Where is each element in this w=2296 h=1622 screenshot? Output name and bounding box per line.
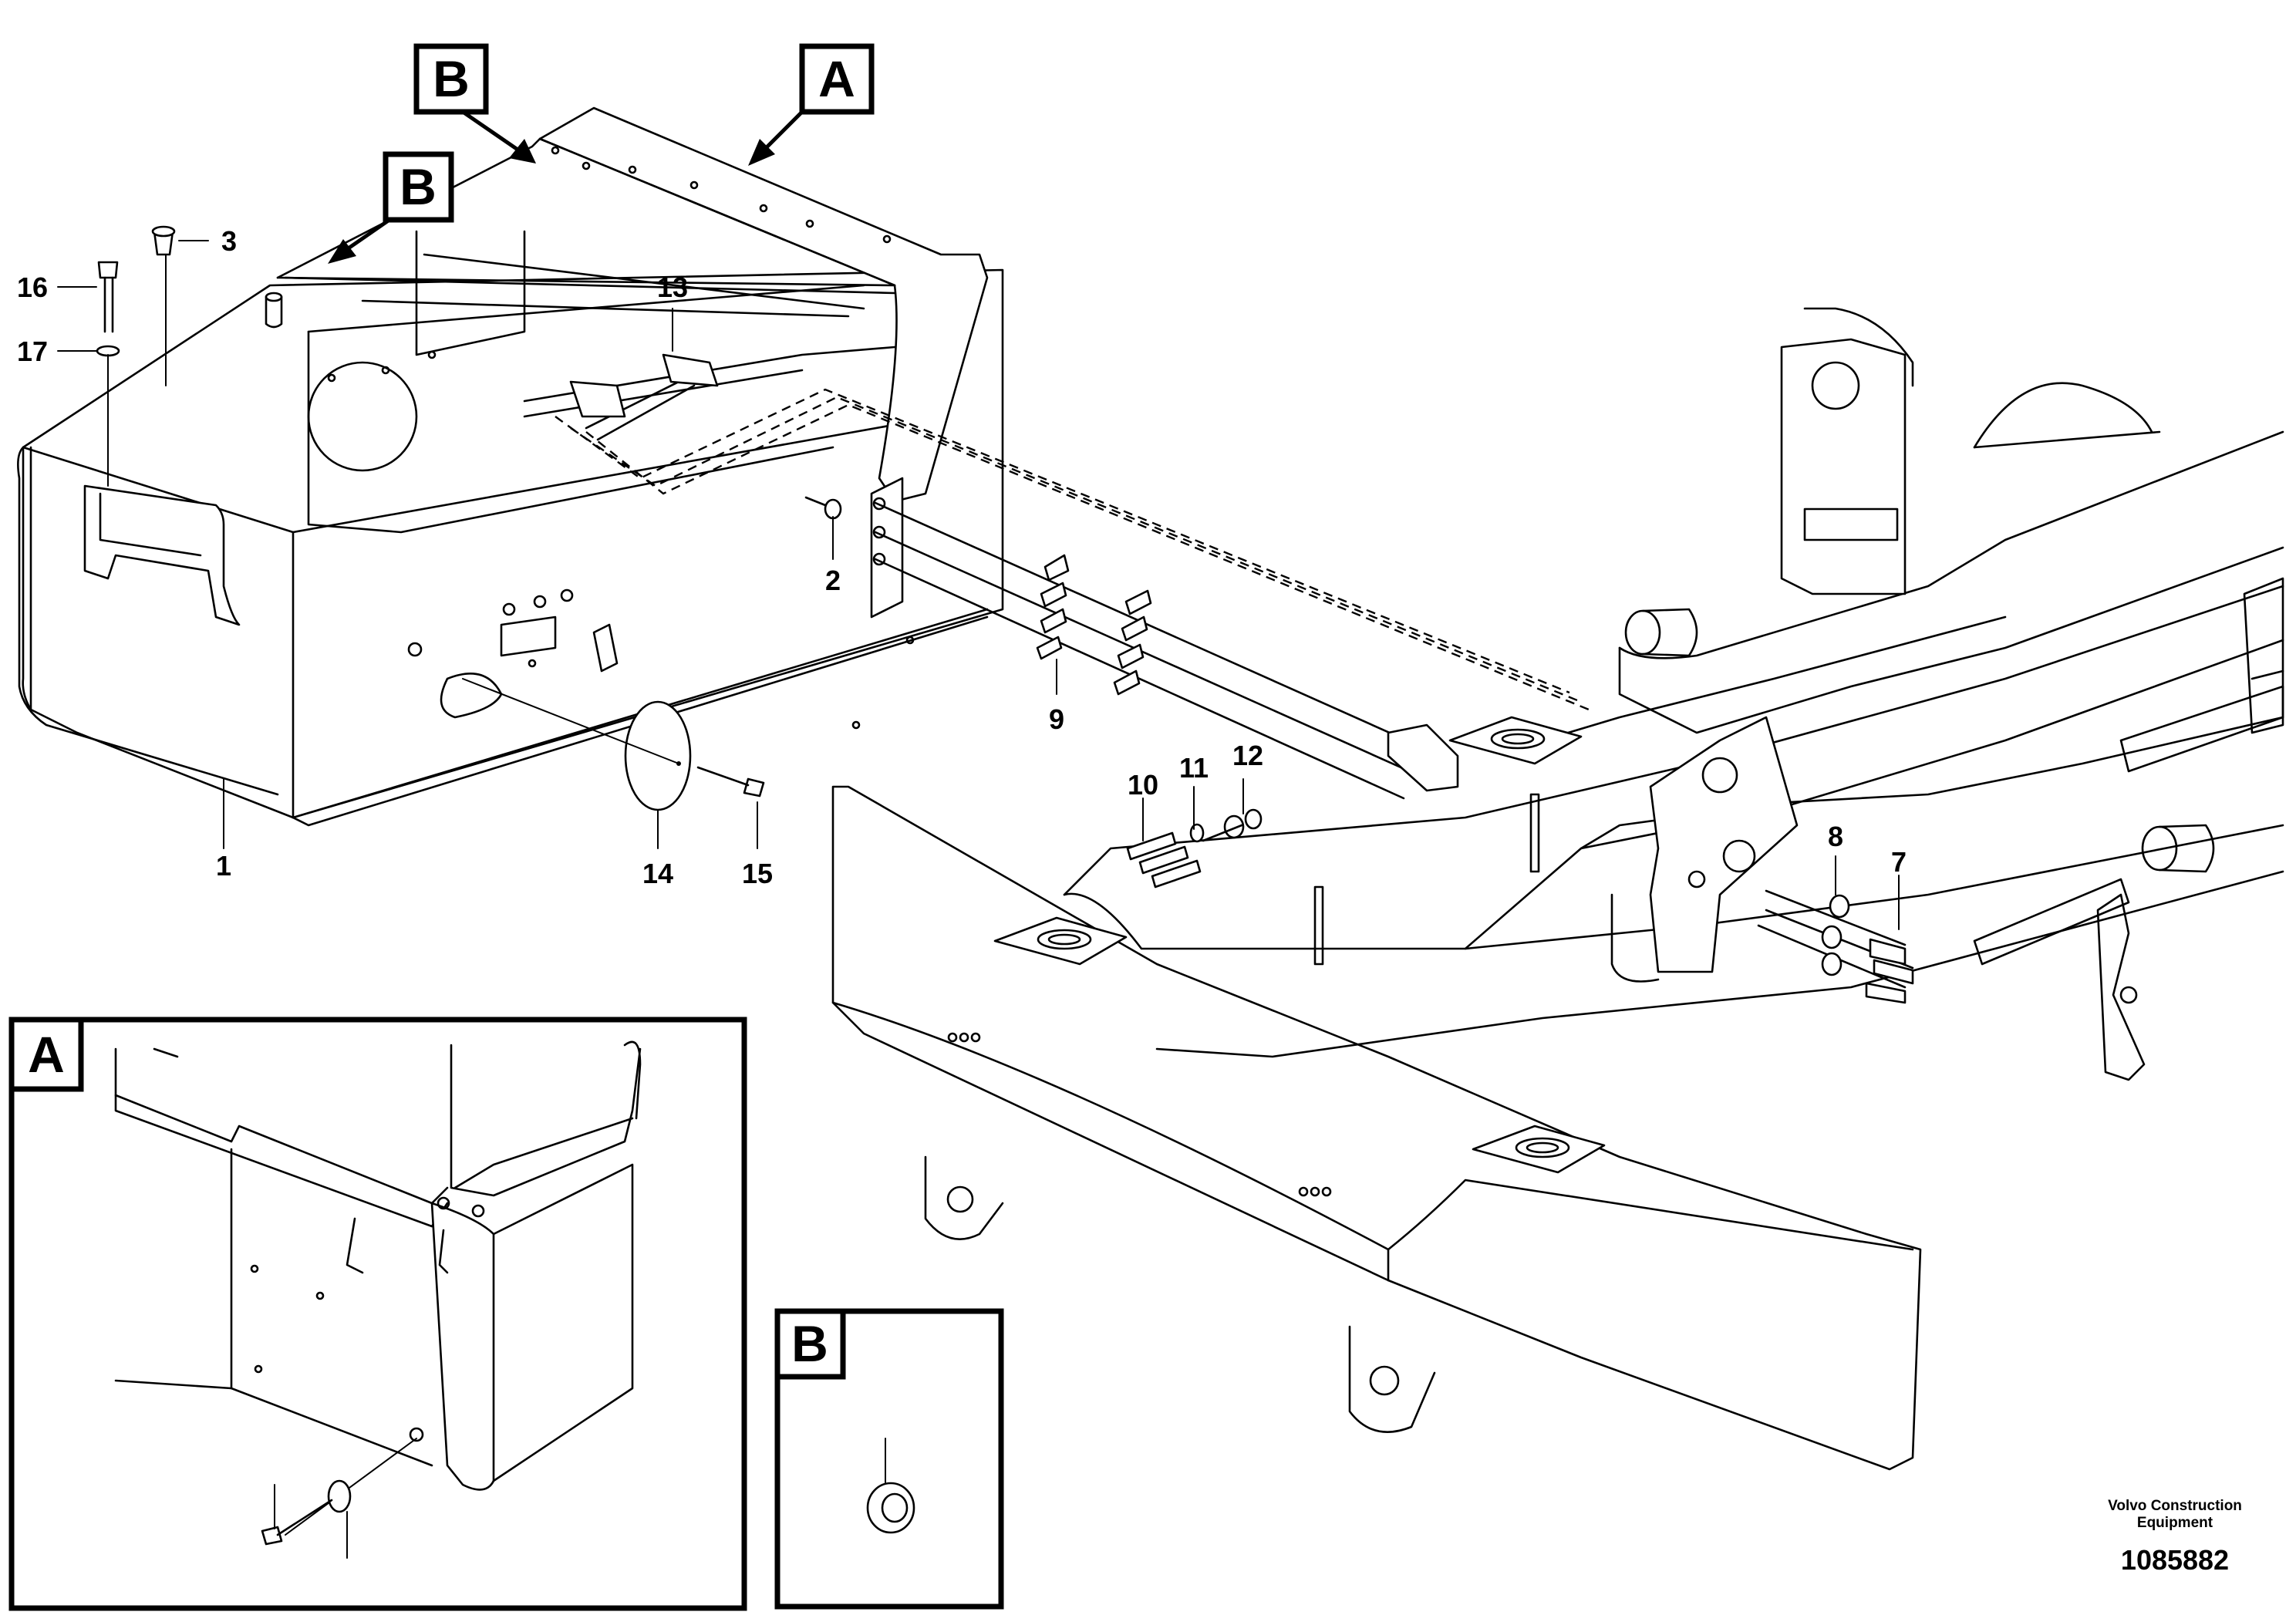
part-label-3: 3 (221, 225, 237, 257)
part-label-17: 17 (17, 336, 48, 367)
callout-a-main: A (799, 43, 875, 115)
detail-b-label: B (791, 1315, 828, 1372)
callout-b-top-label: B (433, 50, 470, 107)
detail-view-a: A (8, 1017, 747, 1611)
leader-lines (57, 110, 1900, 930)
part-label-14: 14 (642, 858, 673, 889)
callout-b-top: B (413, 43, 489, 115)
callout-a-main-label: A (818, 50, 855, 107)
part-label-16: 16 (17, 271, 48, 303)
part-label-7: 7 (1891, 846, 1907, 878)
part-label-13: 13 (657, 271, 688, 303)
part-label-1: 1 (216, 850, 231, 882)
assembly-guide-lines (555, 388, 1590, 711)
part-label-8: 8 (1828, 821, 1843, 852)
drawing-number: 1085882 (2120, 1544, 2230, 1576)
hardware (96, 225, 1914, 1004)
detail-a-label: A (28, 1026, 65, 1083)
part-label-9: 9 (1049, 703, 1064, 735)
part-label-12: 12 (1232, 740, 1263, 771)
battery-box-assembly (17, 106, 1004, 827)
brand-line-2: Equipment (2136, 1515, 2213, 1531)
part-label-11: 11 (1179, 752, 1209, 784)
part-label-15: 15 (742, 858, 773, 889)
callout-b-mid-label: B (400, 158, 437, 215)
brand-name: Volvo Construction Equipment (2052, 1498, 2296, 1532)
part-label-10: 10 (1128, 769, 1158, 801)
callout-b-mid: B (383, 151, 454, 223)
brand-line-1: Volvo Construction (2108, 1498, 2242, 1514)
detail-view-b: B (774, 1308, 1004, 1610)
part-label-2: 2 (825, 565, 841, 596)
chassis-frame (831, 307, 2284, 1471)
